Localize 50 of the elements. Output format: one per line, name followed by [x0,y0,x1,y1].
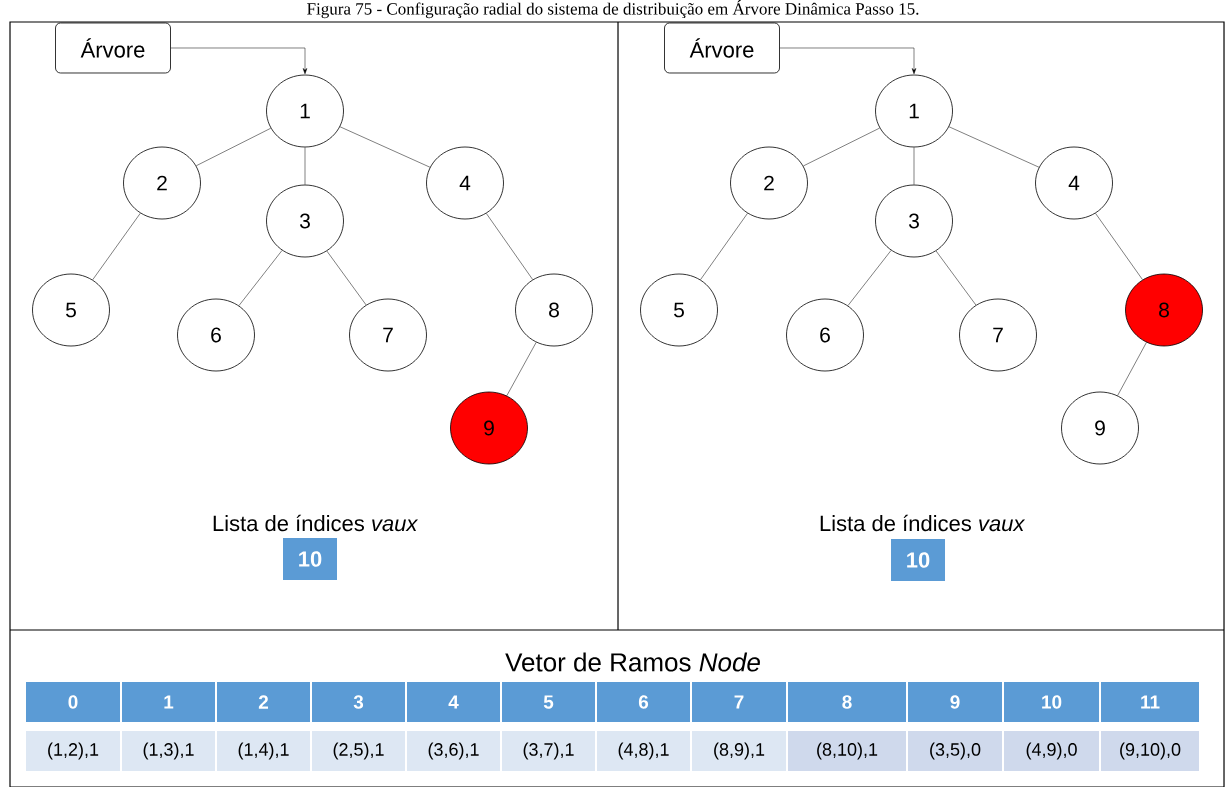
table-header-cell: 9 [908,682,1002,722]
table-header-cell: 2 [217,682,310,722]
tree-box: Árvore [664,22,780,74]
tree-branch [1095,213,1143,280]
table-cell: (8,9),1 [692,731,786,771]
table-cell: (1,2),1 [26,731,120,771]
tree-branch [700,213,748,280]
tree-branch [506,342,537,396]
table-cell: (3,6),1 [407,731,500,771]
table-header-cell: 0 [26,682,120,722]
tree-branch [1117,342,1147,396]
index-cell: 10 [891,539,945,581]
tree-box: Árvore [55,22,171,74]
table-cell: (3,7),1 [502,731,595,771]
tree-branch [196,128,271,166]
table-cell: (3,5),0 [908,731,1002,771]
list-caption: Lista de índices vaux [213,514,419,532]
table-cell: (2,5),1 [312,731,405,771]
table-cell: (8,10),1 [788,731,906,771]
table-title: Vetor de Ramos Node [505,652,760,672]
table-cell: (1,3),1 [122,731,215,771]
table-cell: (4,8),1 [597,731,690,771]
index-cell: 10 [283,538,337,580]
table-header-cell: 3 [312,682,405,722]
table-header-cell: 10 [1004,682,1099,722]
tree-branch [935,250,977,306]
arrow [779,47,917,75]
tree-branch [486,213,533,280]
tree-branch [326,250,367,306]
table-header-cell: 4 [407,682,500,722]
tree-branch [803,127,880,167]
tree-branch [238,250,283,306]
arrow [170,47,308,75]
tree-branch [847,250,892,306]
table-header-cell: 7 [692,682,786,722]
table-header-cell: 6 [597,682,690,722]
table-header-cell: 8 [788,682,906,722]
tree-branch [913,147,915,185]
table-cell: (4,9),0 [1004,731,1099,771]
table-header-cell: 5 [502,682,595,722]
tree-branch [948,126,1040,168]
tree-branch [304,147,306,185]
tree-branch [92,213,141,280]
table-cell: (9,10),0 [1101,731,1199,771]
title: Figura 75 - Configuração radial do sistema de distribuição em Árvore Dinâmica Passo 15. [307,0,919,19]
tree-branch [339,126,431,168]
table-cell: (1,4),1 [217,731,310,771]
table-header-cell: 11 [1101,682,1199,722]
table-header-cell: 1 [122,682,215,722]
list-caption: Lista de índices vaux [820,514,1026,532]
